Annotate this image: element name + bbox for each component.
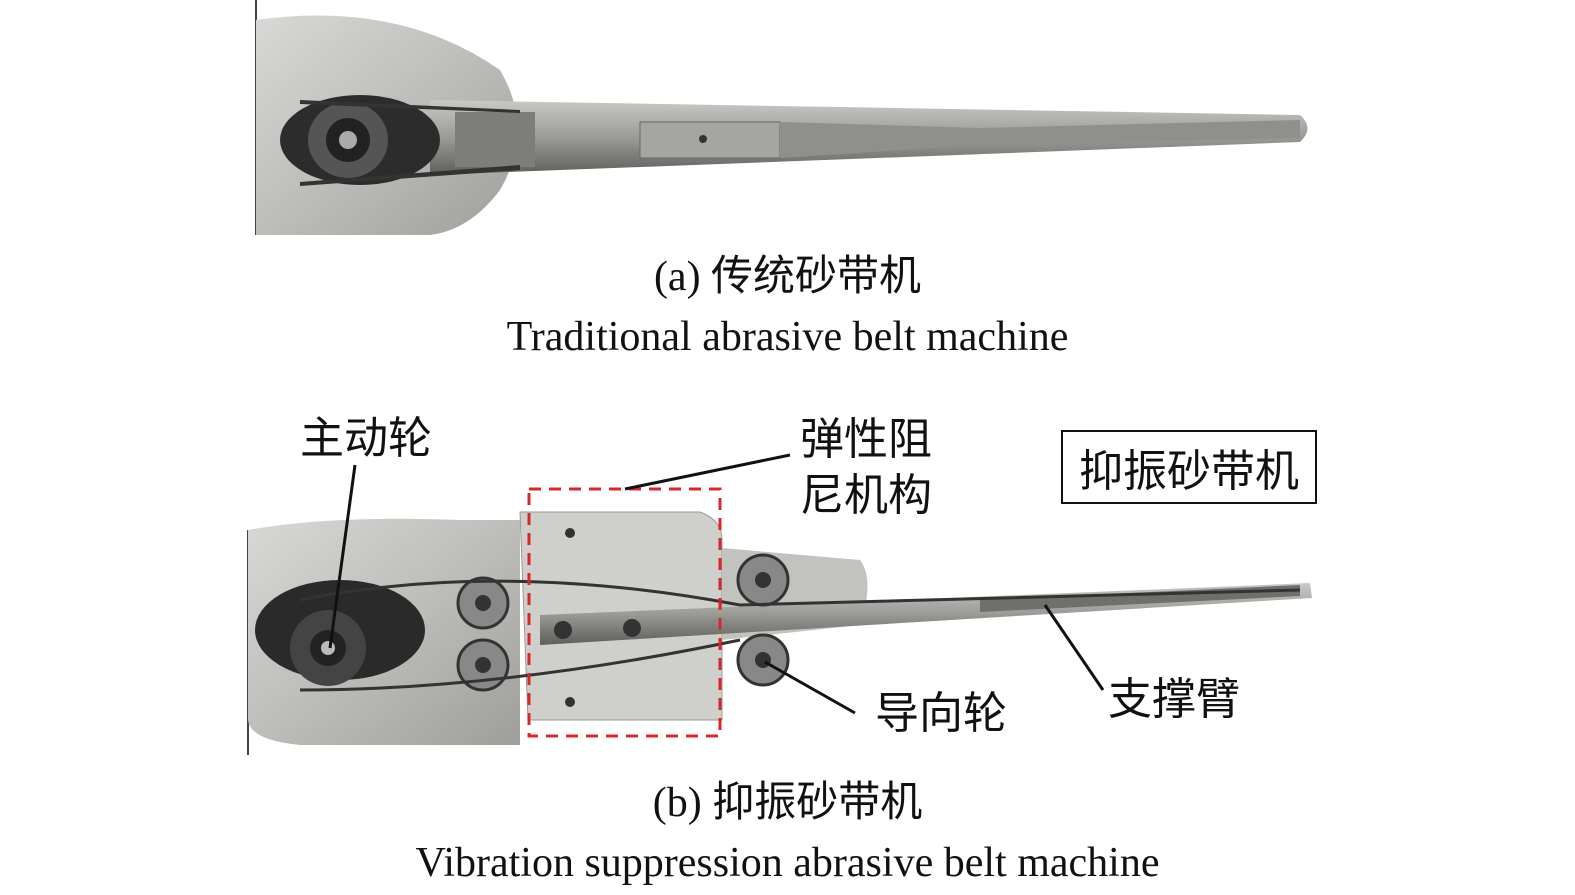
- caption-a-chinese: (a) 传统砂带机: [653, 254, 922, 300]
- caption-a-english: Traditional abrasive belt machine: [506, 314, 1069, 360]
- label-damping-line1: 弹性阻: [800, 415, 932, 464]
- caption-b-chinese: (b) 抑振砂带机: [652, 780, 923, 826]
- label-drive-wheel: 主动轮: [300, 414, 432, 463]
- label-guide-wheel: 导向轮: [875, 689, 1007, 738]
- vibration-suppression-machine-photo: [247, 511, 1312, 755]
- leader-lines: [328, 453, 1105, 715]
- label-damping-line2: 尼机构: [800, 471, 932, 520]
- label-support-arm: 支撑臂: [1108, 675, 1240, 724]
- caption-b-english: Vibration suppression abrasive belt mach…: [415, 840, 1160, 886]
- traditional-machine-photo: [255, 0, 1308, 235]
- label-machine-box: 抑振砂带机: [1061, 430, 1317, 504]
